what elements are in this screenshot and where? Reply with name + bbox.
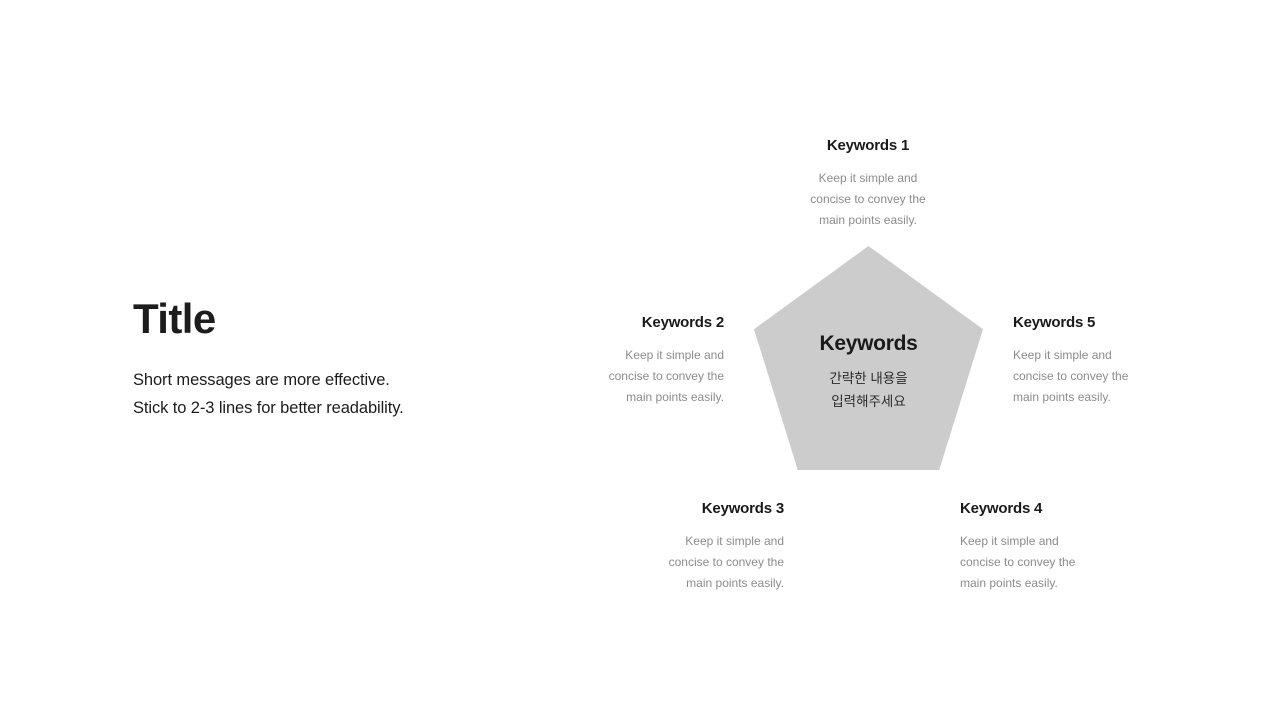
keyword-3-body: Keep it simple and concise to convey the…	[624, 531, 784, 594]
pentagon-subtext: 간략한 내용을 입력해주세요	[752, 367, 985, 413]
keyword-5-body-line-2: concise to convey the	[1013, 369, 1129, 383]
keyword-1-title: Keywords 1	[826, 137, 910, 154]
page-subtitle: Short messages are more effective. Stick…	[133, 341, 553, 422]
keyword-block-4[interactable]: Keywords 4 Keep it simple and concise to…	[960, 500, 1120, 594]
keyword-3-body-line-2: concise to convey the	[668, 555, 784, 569]
keyword-4-body-line-2: concise to convey the	[960, 555, 1076, 569]
page-subtitle-line-1: Short messages are more effective.	[133, 371, 390, 390]
keyword-5-body: Keep it simple and concise to convey the…	[1013, 345, 1173, 408]
keyword-5-body-line-1: Keep it simple and	[1013, 348, 1112, 362]
keyword-1-body-line-2: concise to convey the	[810, 192, 926, 206]
keyword-4-body: Keep it simple and concise to convey the…	[960, 531, 1120, 594]
page-subtitle-line-2: Stick to 2-3 lines for better readabilit…	[133, 398, 404, 417]
keyword-3-title: Keywords 3	[701, 500, 784, 517]
page-title: Title	[133, 295, 216, 342]
keyword-4-body-line-3: main points easily.	[960, 576, 1058, 590]
keyword-3-body-line-3: main points easily.	[686, 576, 784, 590]
keyword-2-body-line-1: Keep it simple and	[625, 348, 724, 362]
keyword-1-body-line-3: main points easily.	[819, 213, 917, 227]
keyword-5-title: Keywords 5	[1013, 314, 1096, 331]
keyword-1-body: Keep it simple and concise to convey the…	[788, 168, 948, 231]
keyword-block-2[interactable]: Keywords 2 Keep it simple and concise to…	[564, 314, 725, 408]
keyword-3-body-line-1: Keep it simple and	[685, 534, 784, 548]
pentagon-shape-icon	[754, 246, 983, 470]
keyword-1-body-line-1: Keep it simple and	[818, 171, 918, 185]
keyword-2-body: Keep it simple and concise to convey the…	[564, 345, 724, 408]
keyword-4-title: Keywords 4	[960, 500, 1043, 517]
keyword-2-body-line-3: main points easily.	[626, 390, 724, 404]
keyword-5-body-line-3: main points easily.	[1013, 390, 1111, 404]
keyword-block-1[interactable]: Keywords 1 Keep it simple and concise to…	[788, 137, 948, 231]
pentagon-subtext-line-2: 입력해주세요	[831, 394, 906, 410]
keyword-block-3[interactable]: Keywords 3 Keep it simple and concise to…	[624, 500, 785, 594]
pentagon-text-group: Keywords 간략한 내용을 입력해주세요	[752, 332, 985, 413]
keyword-2-title: Keywords 2	[641, 314, 724, 331]
pentagon-subtext-line-1: 간략한 내용을	[829, 371, 908, 387]
keyword-2-body-line-2: concise to convey the	[608, 369, 724, 383]
center-pentagon[interactable]: Keywords 간략한 내용을 입력해주세요	[752, 244, 985, 472]
pentagon-heading: Keywords	[819, 332, 918, 355]
keyword-4-body-line-1: Keep it simple and	[960, 534, 1059, 548]
keyword-block-5[interactable]: Keywords 5 Keep it simple and concise to…	[1013, 314, 1173, 408]
title-block: Title Short messages are more effective.…	[133, 296, 553, 422]
